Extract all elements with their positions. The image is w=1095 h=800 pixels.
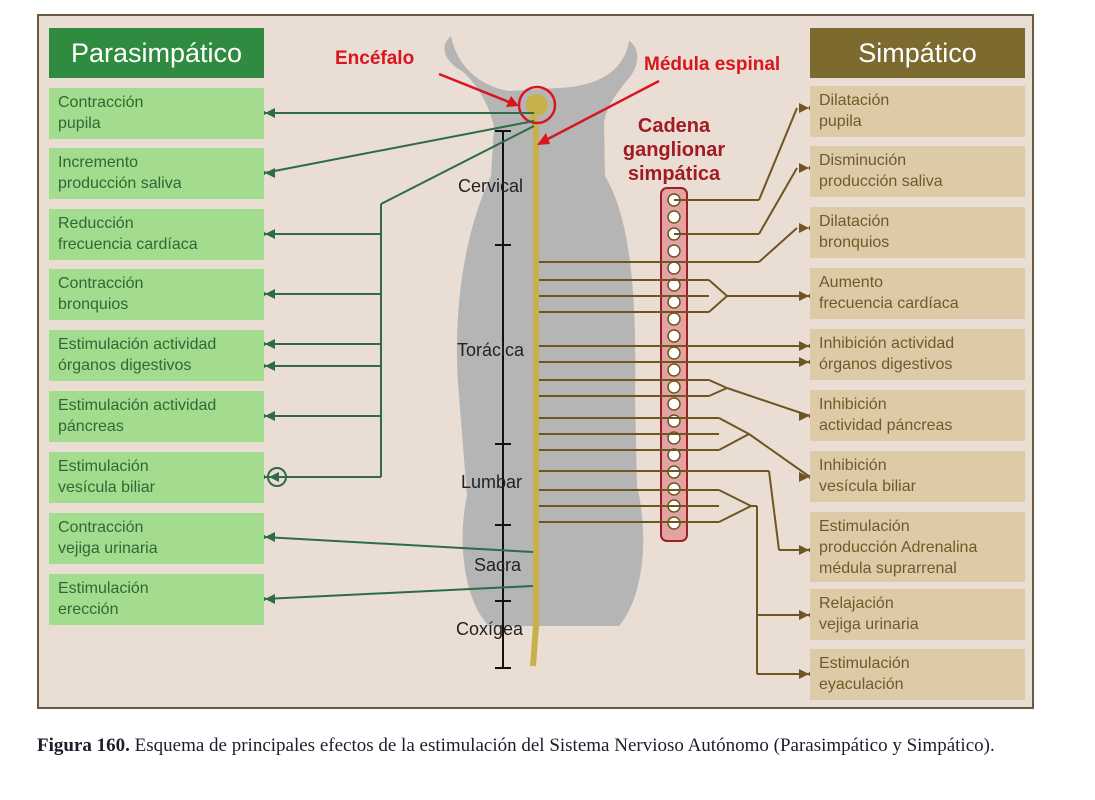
ganglion (667, 397, 681, 411)
caption-text: Esquema de principales efectos de la est… (129, 735, 995, 756)
sympathetic-header: Simpático (810, 28, 1025, 78)
red-arrows (438, 72, 660, 145)
region-toracica: Torácica (457, 340, 525, 360)
ganglion (667, 210, 681, 224)
ganglion (667, 295, 681, 309)
simp-effect-pupil: Dilatación pupila (810, 86, 1025, 137)
brain-highlight (517, 85, 557, 125)
region-coxigea: Coxígea (456, 619, 524, 639)
simp-effect-heart: Aumento frecuencia cardíaca (810, 268, 1025, 319)
spinal-cord (529, 110, 539, 667)
para-effect-pupil: Contracción pupila (49, 88, 264, 139)
ganglion (667, 244, 681, 258)
simp-effect-adrenaline: Estimulación producción Adrenalina médul… (810, 512, 1025, 582)
simp-effect-saliva: Disminución producción saliva (810, 146, 1025, 197)
ganglion (667, 363, 681, 377)
caption-label: Figura 160. (37, 735, 130, 756)
simp-effect-pancreas: Inhibición actividad páncreas (810, 390, 1025, 441)
para-effect-digestive: Estimulación actividad órganos digestivo… (49, 330, 264, 381)
spinal-cord-label: Médula espinal (644, 54, 781, 75)
para-effect-heart: Reducción frecuencia cardíaca (49, 209, 264, 260)
diagram-lines (260, 36, 814, 679)
simp-effect-bronchi: Dilatación bronquios (810, 207, 1025, 258)
simp-effect-bladder: Relajación vejiga urinaria (810, 589, 1025, 640)
region-lumbar: Lumbar (461, 472, 523, 492)
region-cervical: Cervical (458, 176, 524, 196)
ganglion (667, 312, 681, 326)
brain-shape (526, 94, 548, 116)
cow-silhouette (444, 36, 644, 626)
para-effect-erection: Estimulación erección (49, 574, 264, 625)
spine-scale (495, 130, 511, 669)
parasympathetic-lines (263, 112, 535, 600)
diagram-figure: Parasimpático Simpático Encéfalo Médula … (37, 14, 1034, 709)
ganglion (667, 414, 681, 428)
para-effect-bladder: Contracción vejiga urinaria (49, 513, 264, 564)
ganglion (667, 346, 681, 360)
para-effect-pancreas: Estimulación actividad páncreas (49, 391, 264, 442)
ganglion (667, 380, 681, 394)
chain-label: Cadena ganglionar simpática (622, 115, 726, 185)
region-sacra: Sacra (474, 555, 522, 575)
ganglia (667, 193, 681, 530)
ganglion (667, 329, 681, 343)
para-effect-gallbladder: Estimulación vesícula biliar (49, 452, 264, 503)
simp-effect-gallbladder: Inhibición vesícula biliar (810, 451, 1025, 502)
ganglion (667, 261, 681, 275)
para-effect-bronchi: Contracción bronquios (49, 269, 264, 320)
simp-effect-digestive: Inhibición actividad órganos digestivos (810, 329, 1025, 380)
brain-label: Encéfalo (335, 48, 415, 69)
parasympathetic-header: Parasimpático (49, 28, 264, 78)
figure-caption: Figura 160. Esquema de principales efect… (37, 734, 1037, 758)
para-effect-saliva: Incremento producción saliva (49, 148, 264, 199)
simp-effect-ejaculation: Estimulación eyaculación (810, 649, 1025, 700)
sympathetic-lines (539, 107, 811, 675)
